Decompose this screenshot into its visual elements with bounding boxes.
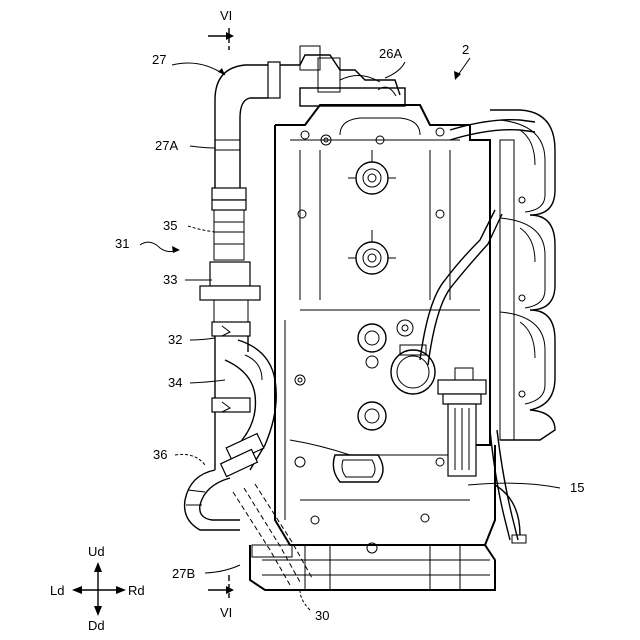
hose-27B [233, 484, 312, 585]
label-up-direction: Ud [88, 544, 105, 559]
oil-pan [250, 545, 495, 590]
leader-lines [140, 58, 560, 610]
label-33: 33 [163, 272, 177, 287]
oil-filter [391, 345, 486, 476]
hose-27 [200, 65, 268, 322]
label-15: 15 [570, 480, 584, 495]
exhaust-manifold [490, 110, 555, 440]
label-34: 34 [168, 375, 182, 390]
hose-36 [185, 470, 240, 530]
label-2: 2 [462, 42, 469, 57]
label-section-top: VI [220, 8, 232, 23]
label-26A: 26A [379, 46, 402, 61]
section-line-bottom [208, 575, 234, 598]
label-down-direction: Dd [88, 618, 105, 633]
label-31: 31 [115, 236, 129, 251]
right-side-pipes [420, 120, 535, 543]
label-36: 36 [153, 447, 167, 462]
label-left-direction: Ld [50, 583, 64, 598]
label-27: 27 [152, 52, 166, 67]
label-27B: 27B [172, 566, 195, 581]
direction-arrows [72, 562, 126, 616]
label-right-direction: Rd [128, 583, 145, 598]
label-35: 35 [163, 218, 177, 233]
label-30: 30 [315, 608, 329, 623]
label-section-bottom: VI [220, 605, 232, 620]
section-line-top [208, 28, 234, 50]
label-27A: 27A [155, 138, 178, 153]
label-32: 32 [168, 332, 182, 347]
